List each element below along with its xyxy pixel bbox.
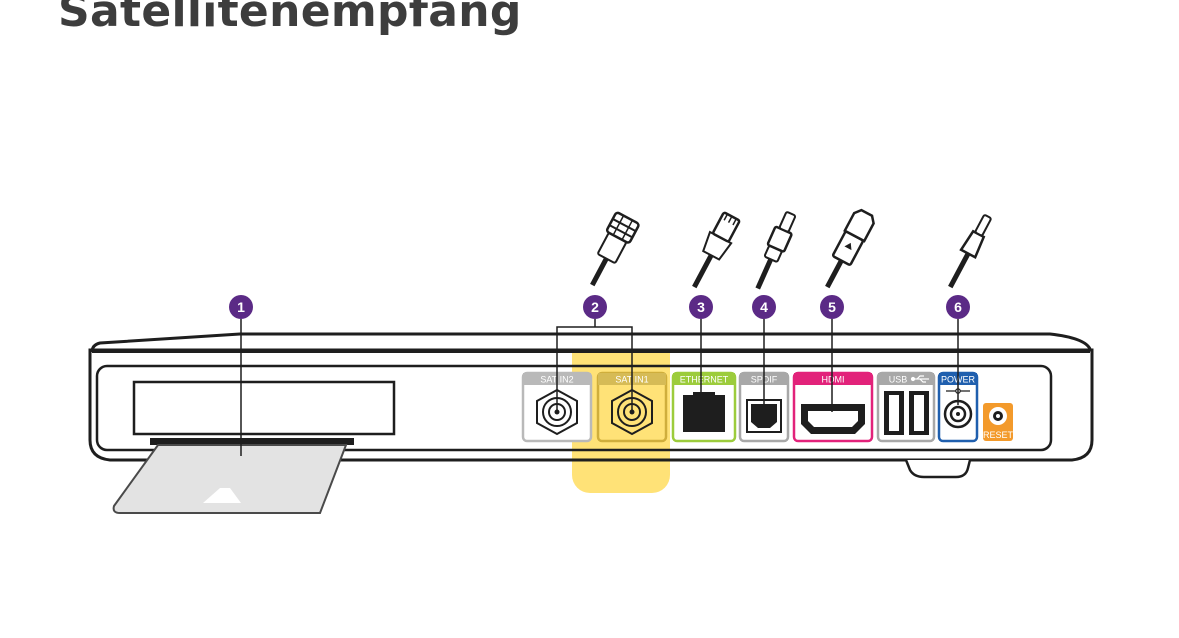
ethernet-cable-icon: [692, 211, 741, 289]
callout-lines: [240, 319, 959, 456]
svg-text:4: 4: [760, 299, 768, 315]
callout-badge-6: 6: [946, 295, 970, 319]
callout-badge-4: 4: [752, 295, 776, 319]
power-cable-icon: [948, 214, 992, 289]
smart-card: [112, 444, 348, 514]
reset-button: RESET: [983, 403, 1014, 441]
device-back-panel: [95, 364, 1053, 452]
device-top: [90, 332, 1092, 353]
optical-cable-icon: [755, 211, 797, 290]
usb-icon: [910, 375, 929, 383]
callout-badge-2: 2: [583, 295, 607, 319]
card-slot-lip: [150, 438, 354, 445]
svg-text:2: 2: [591, 299, 599, 315]
hdmi-cable-icon: [825, 208, 875, 289]
device-body: [88, 348, 1094, 462]
svg-text:6: 6: [954, 299, 962, 315]
page-title: Satellitenempfang: [58, 0, 522, 37]
hdmi-label: HDMI: [822, 375, 845, 385]
svg-text:5: 5: [828, 299, 836, 315]
reset-label: RESET: [983, 430, 1014, 440]
card-arrow-icon: [203, 488, 241, 503]
callout-badge-5: 5: [820, 295, 844, 319]
svg-text:1: 1: [237, 299, 245, 315]
hdmi-port: HDMI: [792, 371, 874, 443]
callout-badge-3: 3: [689, 295, 713, 319]
ethernet-port: ETHERNET: [671, 371, 737, 443]
usb-ports: USB: [876, 371, 936, 443]
card-slot: [132, 380, 396, 436]
usb-label: USB: [889, 375, 908, 385]
ethernet-label: ETHERNET: [680, 375, 729, 385]
coax-cable-icon: [590, 211, 640, 287]
svg-text:3: 3: [697, 299, 705, 315]
device-foot: [904, 459, 972, 479]
callout-badge-1: 1: [229, 295, 253, 319]
